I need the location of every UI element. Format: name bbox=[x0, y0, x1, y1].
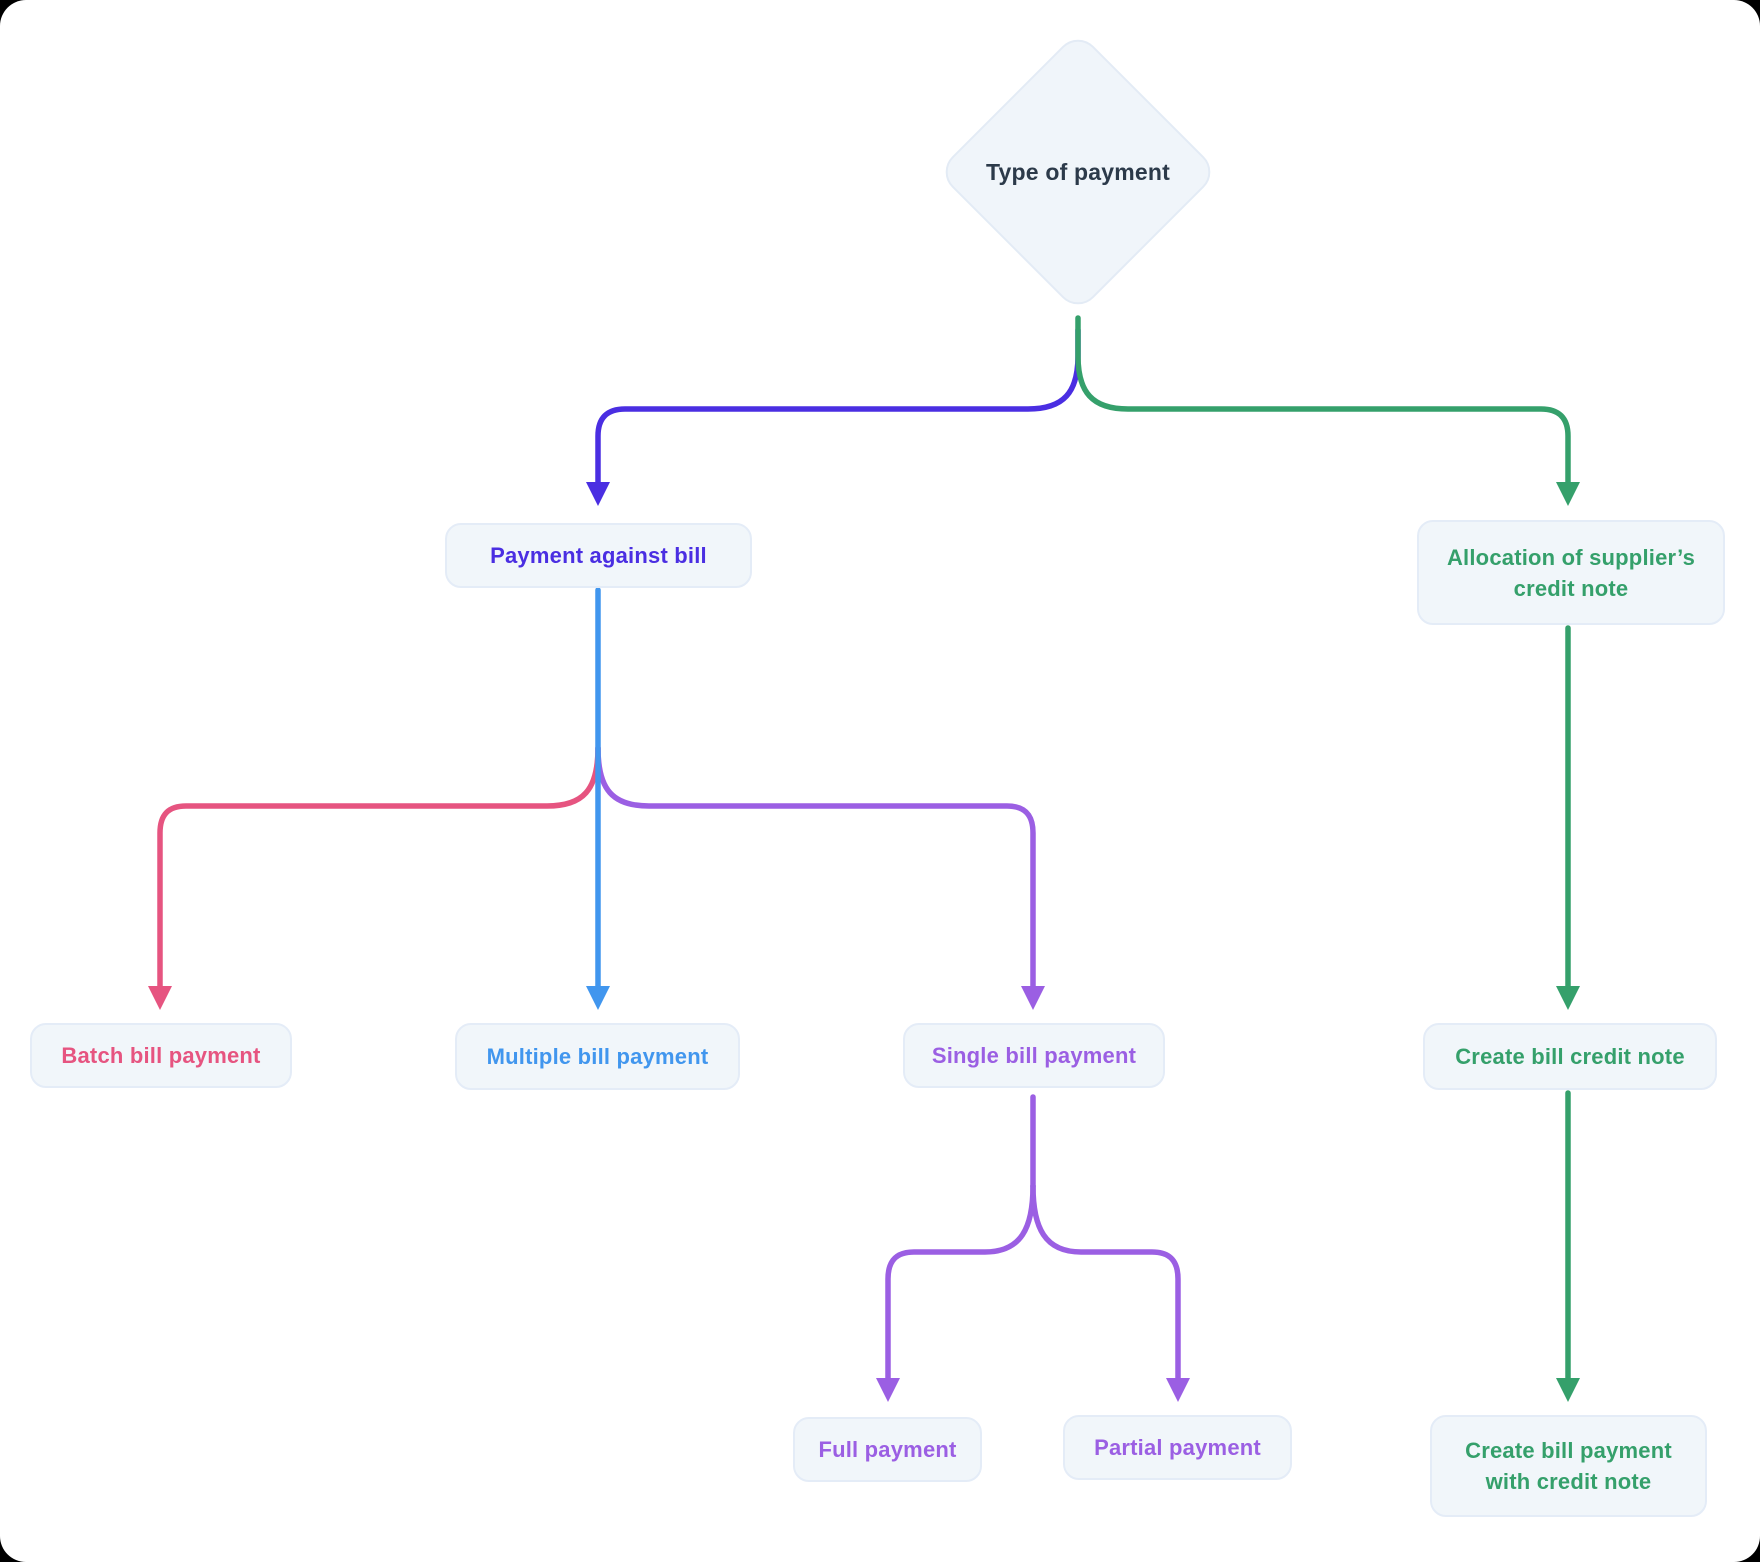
arrowhead-full bbox=[876, 1378, 900, 1402]
arrowhead-payment-against-bill bbox=[586, 482, 610, 506]
edge-single-to-partial bbox=[1030, 1183, 1181, 1381]
arrowhead-create-credit bbox=[1556, 986, 1580, 1010]
node-full-payment: Full payment bbox=[793, 1417, 982, 1482]
node-label-create-bill-payment-with-credit-note: Create bill payment with credit note bbox=[1465, 1438, 1672, 1494]
node-multiple-bill-payment: Multiple bill payment bbox=[455, 1023, 740, 1090]
node-label-batch-bill-payment: Batch bill payment bbox=[61, 1043, 261, 1068]
node-label-payment-against-bill: Payment against bill bbox=[490, 543, 707, 568]
arrowhead-allocation bbox=[1556, 482, 1580, 506]
node-type-of-payment: Type of payment bbox=[936, 30, 1220, 314]
arrowhead-multiple bbox=[586, 986, 610, 1010]
node-allocation-credit-note: Allocation of supplier’s credit note bbox=[1417, 520, 1725, 625]
edge-payment-to-single bbox=[595, 745, 1036, 991]
node-single-bill-payment: Single bill payment bbox=[903, 1023, 1165, 1088]
node-create-bill-credit-note: Create bill credit note bbox=[1423, 1023, 1717, 1090]
diamond-label-wrap: Type of payment bbox=[918, 72, 1238, 272]
node-create-bill-payment-with-credit-note: Create bill payment with credit note bbox=[1430, 1415, 1707, 1517]
node-payment-against-bill: Payment against bill bbox=[445, 523, 752, 588]
edge-type-to-allocation bbox=[1075, 315, 1571, 487]
edge-type-to-payment-against-bill bbox=[595, 327, 1081, 487]
node-label-full-payment: Full payment bbox=[818, 1437, 957, 1462]
edge-single-to-full bbox=[885, 1183, 1036, 1381]
node-label-allocation-credit-note: Allocation of supplier’s credit note bbox=[1446, 544, 1696, 601]
arrowhead-batch bbox=[148, 986, 172, 1010]
arrowhead-create-payment bbox=[1556, 1378, 1580, 1402]
node-partial-payment: Partial payment bbox=[1063, 1415, 1292, 1480]
arrowhead-partial bbox=[1166, 1378, 1190, 1402]
node-label-single-bill-payment: Single bill payment bbox=[931, 1043, 1137, 1068]
edge-payment-to-batch bbox=[157, 745, 601, 991]
node-label-multiple-bill-payment: Multiple bill payment bbox=[486, 1044, 709, 1069]
node-label-create-bill-credit-note: Create bill credit note bbox=[1455, 1044, 1685, 1069]
node-label-type-of-payment: Type of payment bbox=[985, 158, 1171, 185]
arrowhead-single bbox=[1021, 986, 1045, 1010]
node-label-partial-payment: Partial payment bbox=[1094, 1435, 1261, 1460]
node-batch-bill-payment: Batch bill payment bbox=[30, 1023, 292, 1088]
